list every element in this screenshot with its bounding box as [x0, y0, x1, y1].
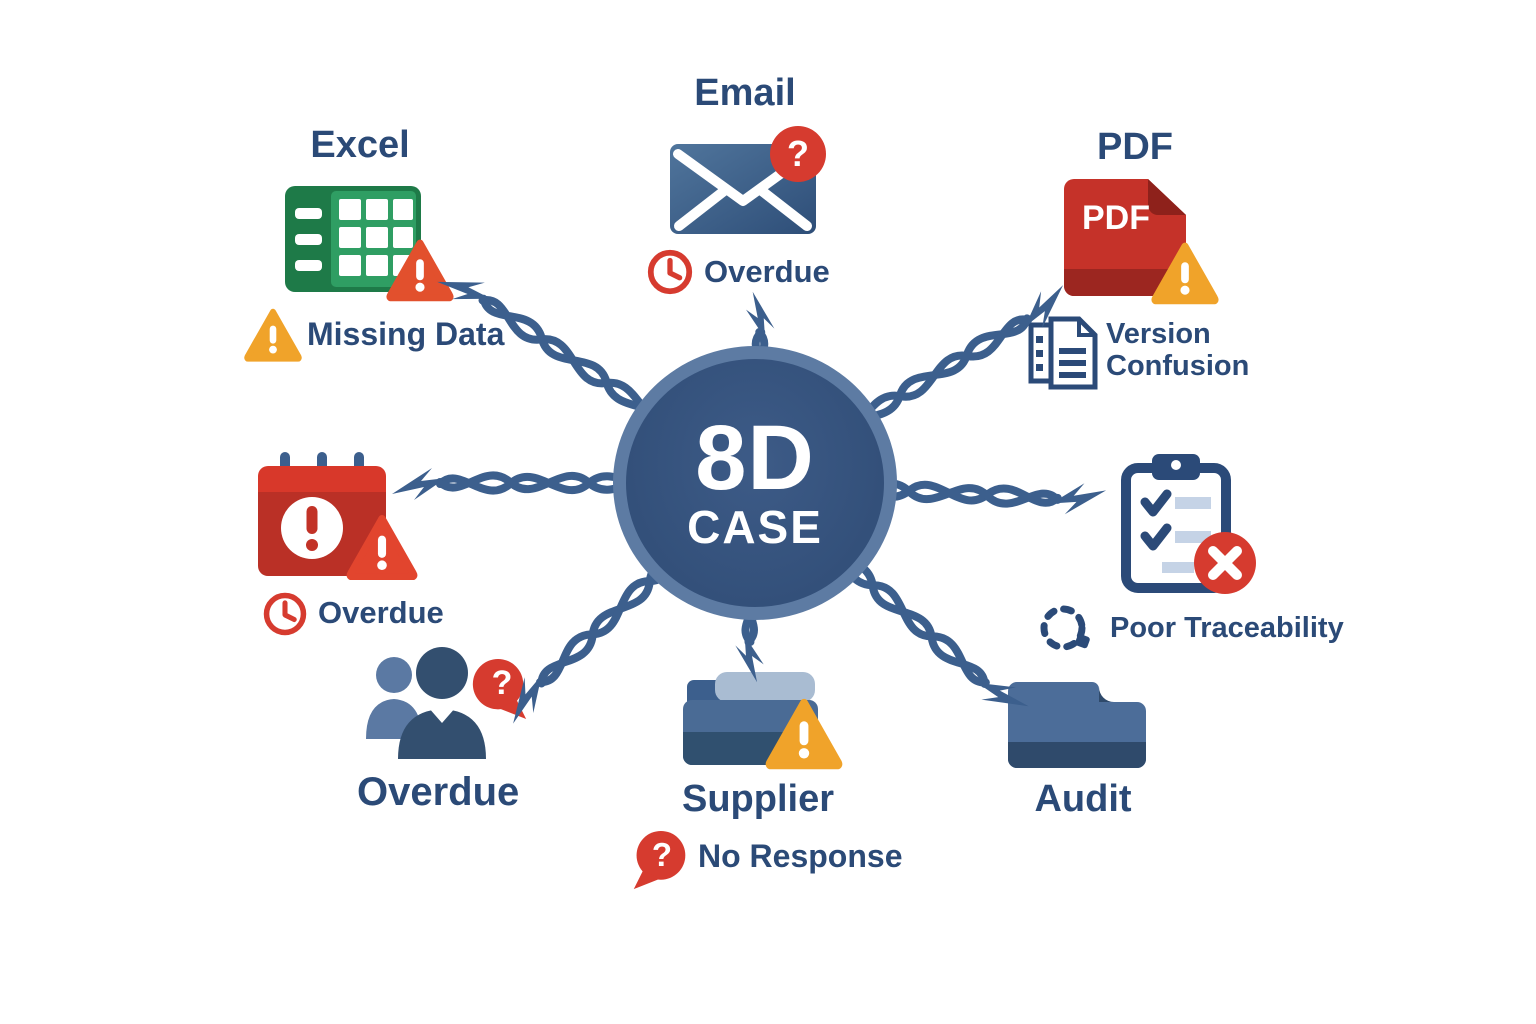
supplier-issue: No Response — [698, 838, 903, 874]
calendar-alert-icon — [258, 452, 386, 576]
excel-issue: Missing Data — [307, 316, 505, 352]
error-cross-icon — [1194, 532, 1256, 594]
question-badge-icon: ? — [770, 126, 826, 182]
hub-8d-case: 8D CASE — [613, 346, 897, 620]
pdf-file-icon — [1064, 179, 1186, 296]
audit-folder-icon — [1008, 682, 1146, 768]
email-issue: Overdue — [704, 254, 830, 289]
broken-dotted-circle-icon — [1040, 605, 1090, 651]
calendar-issue: Overdue — [318, 595, 444, 630]
pdf-title: PDF — [1097, 126, 1173, 168]
spreadsheet-icon — [285, 186, 421, 292]
question-glyph: ? — [787, 133, 809, 174]
people-icon — [366, 647, 486, 759]
hub-subtitle: CASE — [687, 500, 823, 553]
people-issue: Overdue — [357, 770, 520, 814]
warning-triangle-icon — [764, 695, 844, 770]
hub-title: 8D — [695, 407, 815, 510]
supplier-title: Supplier — [681, 778, 835, 820]
clipboard-issue: Poor Traceability — [1110, 612, 1344, 644]
excel-title: Excel — [310, 124, 410, 166]
pdf-file-label: PDF — [1082, 199, 1150, 237]
stacked-documents-icon — [1028, 316, 1098, 390]
audit-title: Audit — [1034, 778, 1132, 820]
question-glyph: ? — [491, 664, 513, 702]
email-title: Email — [694, 72, 796, 114]
question-glyph: ? — [651, 836, 673, 873]
pdf-issue: Version Confusion — [1106, 318, 1250, 383]
